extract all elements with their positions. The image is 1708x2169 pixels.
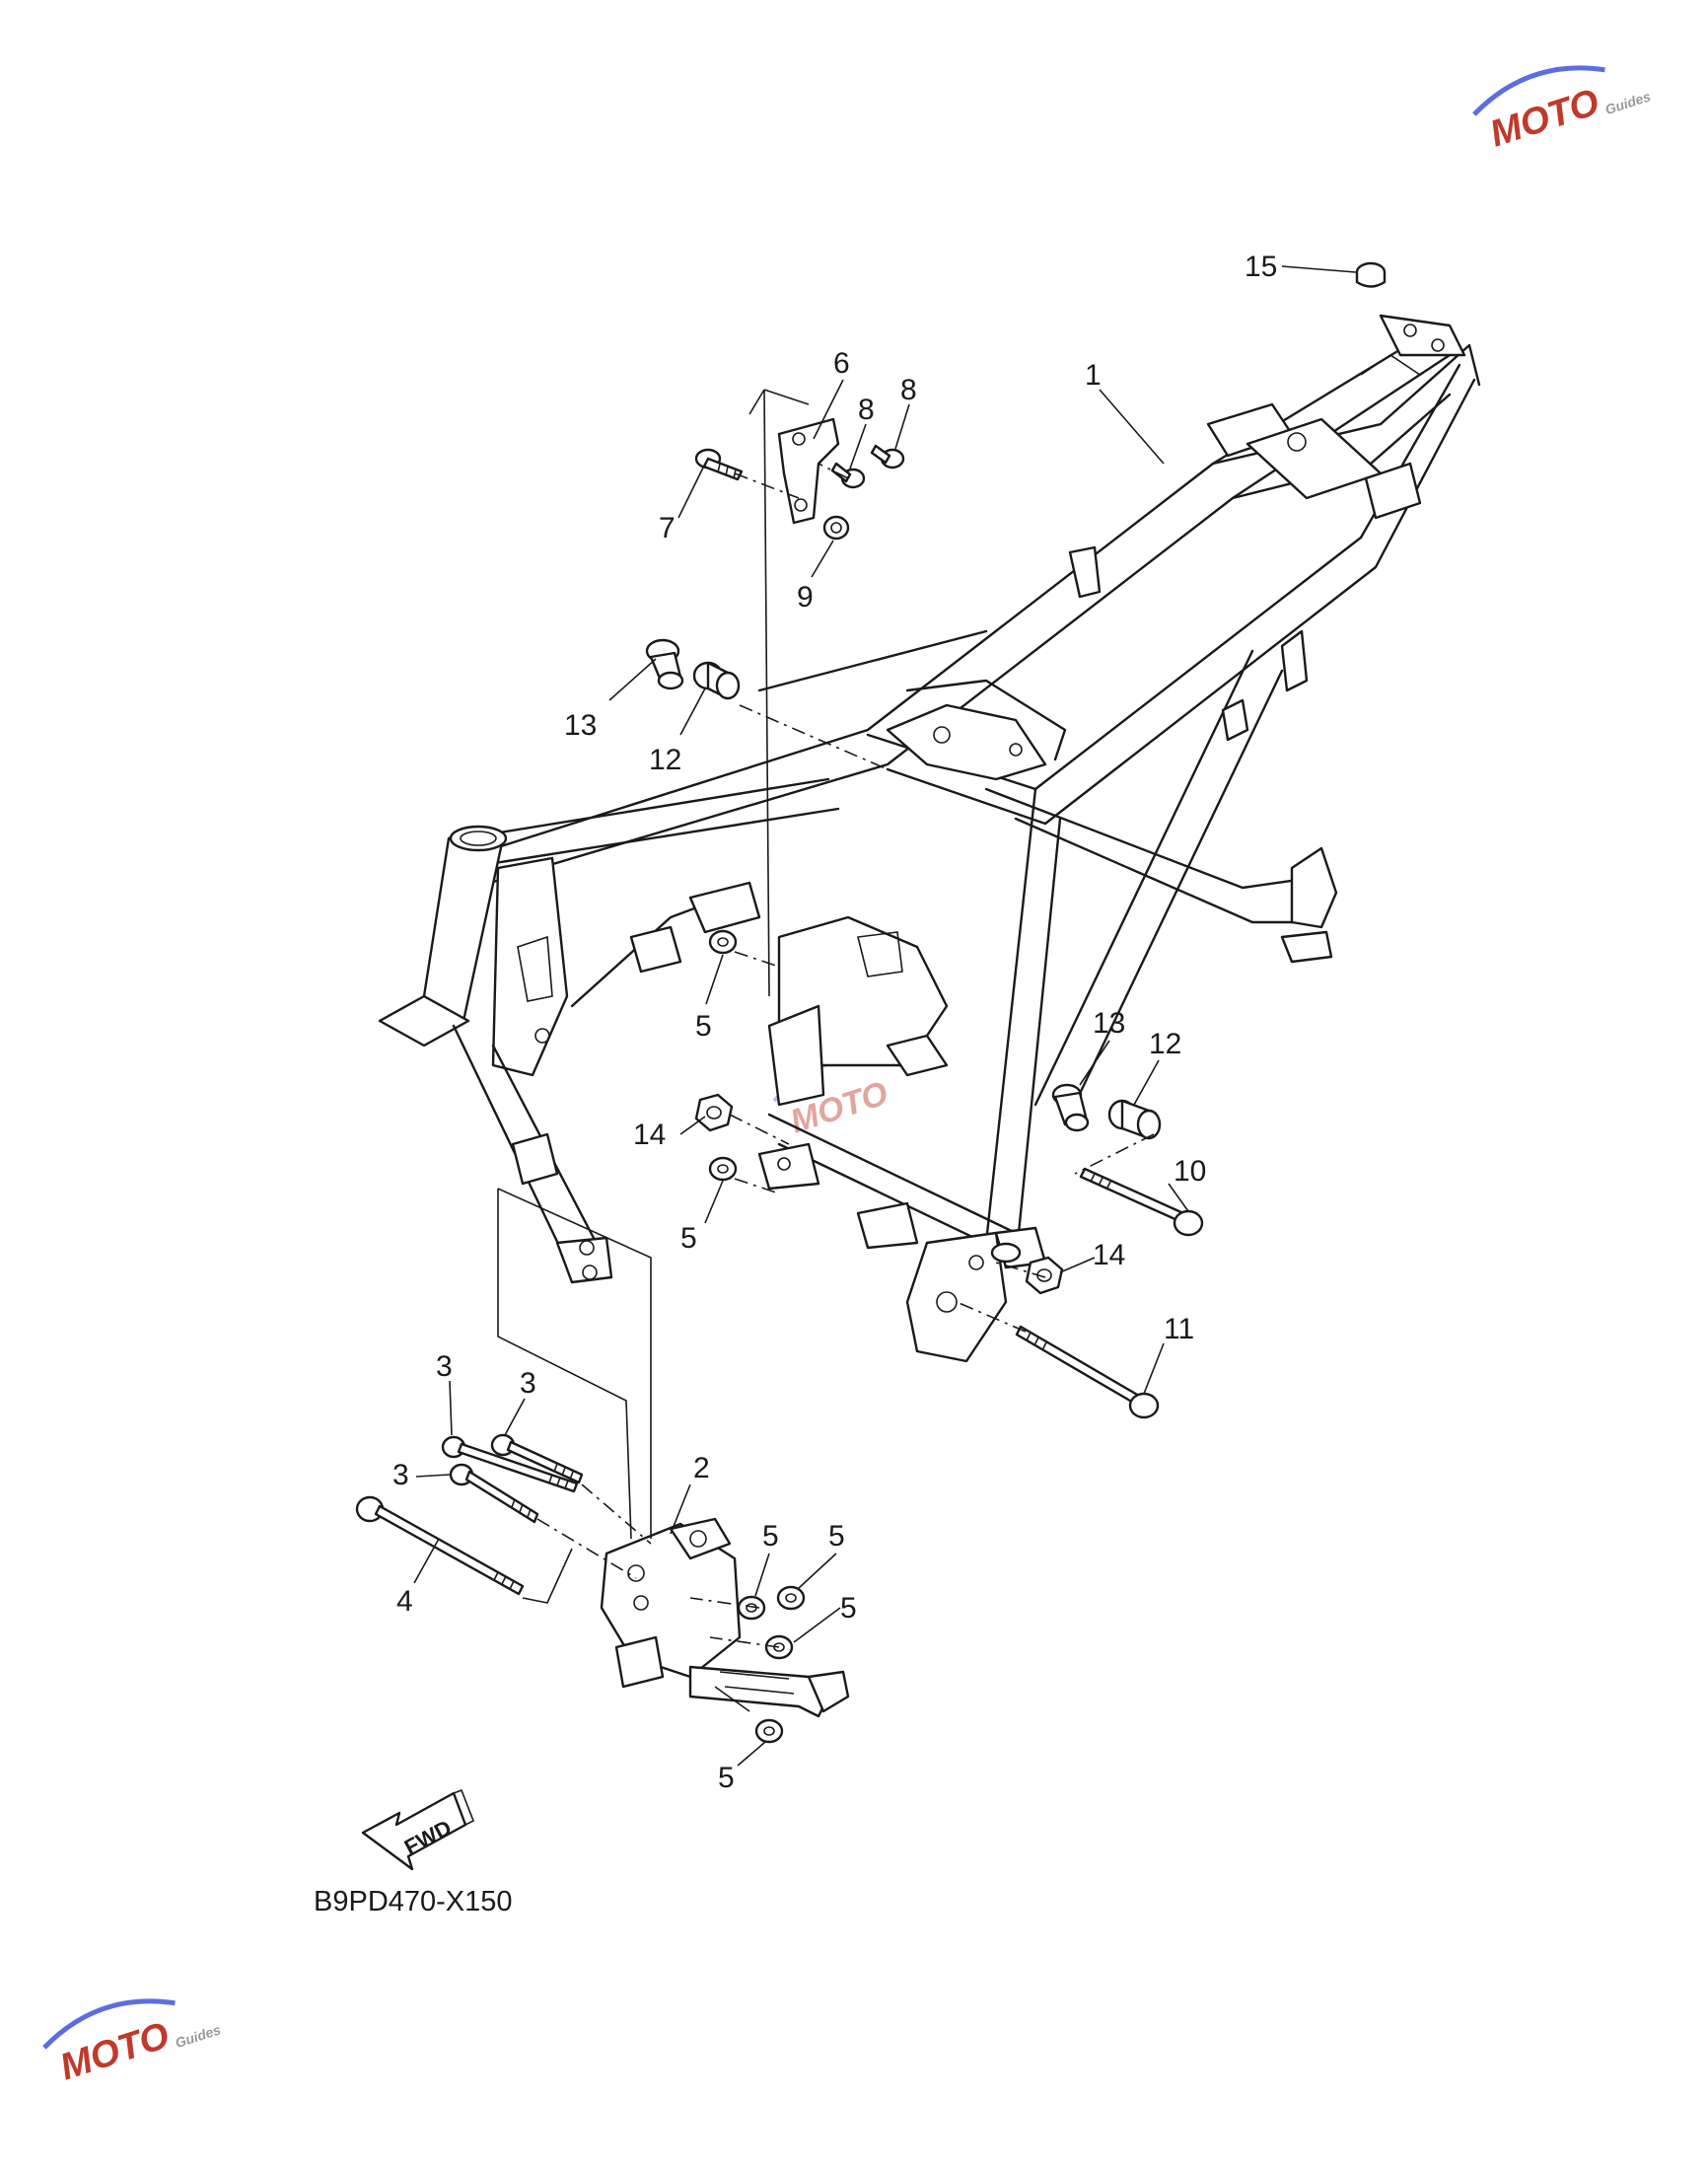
watermark-logo-top: MOTO Guides	[1472, 65, 1653, 156]
watermark-logo-bottom: MOTO Guides	[42, 1998, 223, 2089]
part-9-nut	[822, 515, 850, 541]
part-12-collar-upper	[692, 661, 741, 700]
part-7-bolt	[694, 448, 744, 481]
callout-8b: 8	[900, 374, 917, 406]
callout-1: 1	[1085, 359, 1102, 392]
part-8-bolt-b	[870, 444, 905, 470]
part-2-engine-bracket	[600, 1517, 850, 1718]
callout-5d: 5	[828, 1520, 845, 1553]
part-5-washer-b	[708, 1156, 738, 1182]
leader-lines	[413, 265, 1357, 1767]
callout-14b: 14	[1093, 1239, 1125, 1271]
part-10-bolt	[1079, 1167, 1204, 1237]
callout-12a: 12	[649, 744, 681, 776]
callout-3c: 3	[392, 1459, 409, 1491]
part-15-cap	[1355, 261, 1387, 288]
callout-5c: 5	[762, 1520, 779, 1553]
assembly-lines	[497, 389, 1155, 1712]
part-12-collar-right	[1107, 1099, 1162, 1140]
fwd-arrow-icon: FWD	[361, 1788, 475, 1871]
part-5-nut-lower-a	[737, 1595, 766, 1621]
callout-14a: 14	[633, 1119, 666, 1151]
part-5-washer-a	[708, 929, 738, 955]
callout-12b: 12	[1149, 1028, 1181, 1060]
part-8-bolt-a	[830, 462, 866, 489]
watermark-sub: Guides	[1603, 88, 1653, 117]
part-14-nut-a	[694, 1093, 734, 1132]
callout-15: 15	[1245, 251, 1277, 283]
part-11-bolt	[1015, 1325, 1160, 1419]
part-3-bolt-c	[449, 1463, 539, 1524]
part-6-bracket	[777, 417, 840, 525]
callout-numbers: 15 1 6 8 8 7 9 13 12 5 14 5 13 12 10 14 …	[392, 251, 1277, 1794]
callout-13b: 13	[1093, 1007, 1125, 1040]
part-14-nut-b	[1025, 1256, 1064, 1295]
callout-4: 4	[396, 1585, 413, 1618]
part-5-nut-lower-b	[776, 1585, 806, 1611]
callout-5a: 5	[695, 1010, 712, 1043]
part-13-collar-right	[1051, 1083, 1090, 1132]
callout-13a: 13	[564, 709, 597, 742]
callout-7: 7	[659, 512, 676, 544]
callout-5e: 5	[840, 1592, 857, 1625]
callout-10: 10	[1174, 1155, 1206, 1188]
callout-8a: 8	[858, 394, 875, 426]
callout-5f: 5	[718, 1762, 735, 1794]
part-5-nut-lower-d	[754, 1718, 784, 1744]
part-4-long-bolt	[355, 1495, 525, 1596]
diagram-code: B9PD470-X150	[314, 1886, 513, 1917]
main-frame	[378, 314, 1481, 1363]
callout-2: 2	[693, 1452, 710, 1484]
callout-5b: 5	[680, 1222, 697, 1255]
part-13-collar-upper	[645, 638, 684, 690]
part-3-bolt-a	[441, 1435, 579, 1493]
part-3-bolt-b	[490, 1433, 584, 1484]
callout-3a: 3	[436, 1350, 453, 1383]
callout-9: 9	[797, 581, 814, 614]
watermark-sub: Guides	[174, 2021, 223, 2051]
callout-3b: 3	[520, 1367, 536, 1400]
callout-11: 11	[1164, 1313, 1194, 1345]
callout-6: 6	[833, 347, 850, 380]
